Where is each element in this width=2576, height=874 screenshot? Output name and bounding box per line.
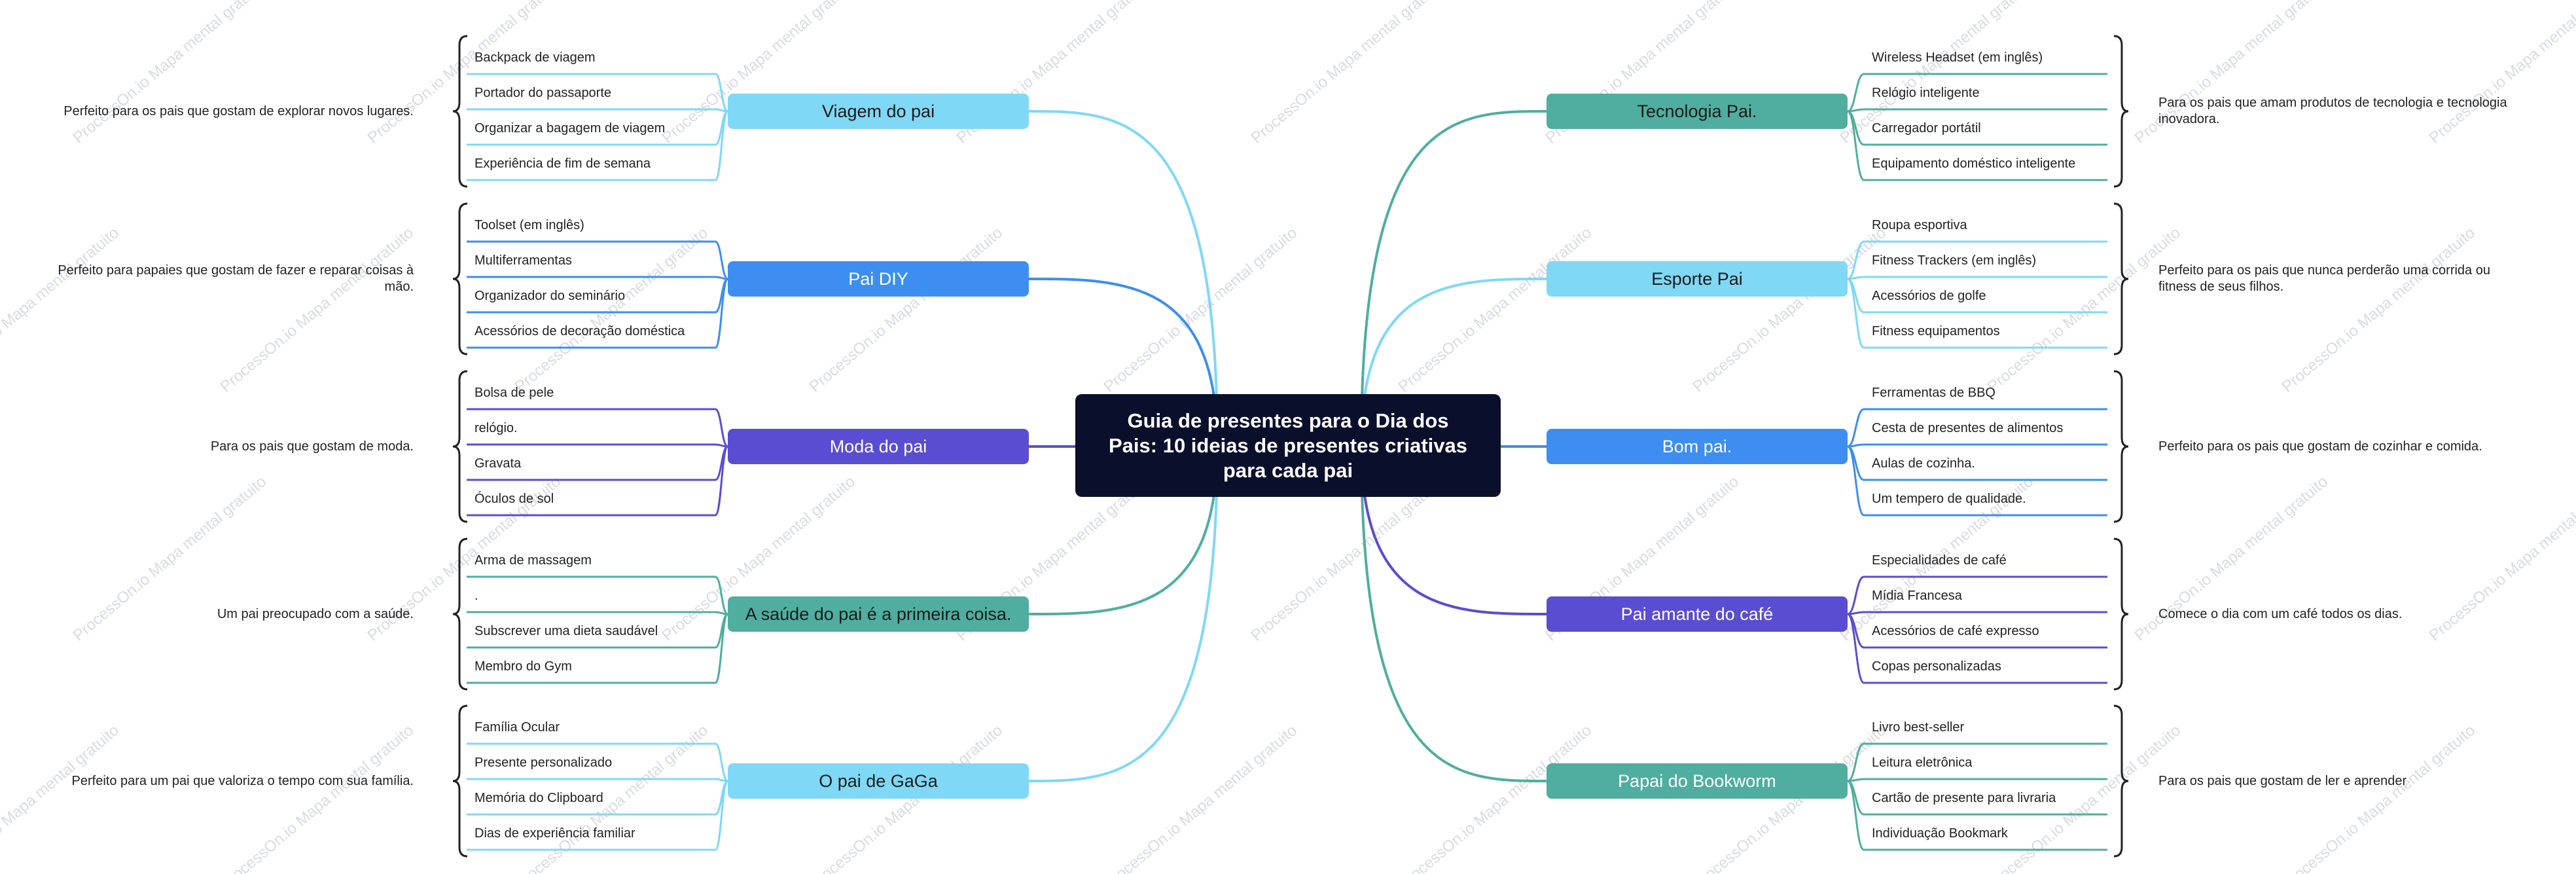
leaf-item[interactable]: Relógio inteligente (1872, 86, 1980, 100)
leaf-item[interactable]: Dias de experiência familiar (474, 826, 635, 841)
leaf-item[interactable]: Presente personalizado (474, 756, 613, 770)
central-topic[interactable]: Guia de presentes para o Dia dos Pais: 1… (1075, 394, 1501, 497)
connector-left_branches-0 (1028, 110, 1219, 446)
connector-left_branches-1 (1028, 278, 1219, 446)
leaf-item[interactable]: Experiência de fim de semana (474, 156, 651, 171)
leaf-item[interactable]: Copas personalizadas (1872, 659, 2001, 674)
leaf-item[interactable]: Bolsa de pele (474, 386, 554, 400)
branch-label: Tecnologia Pai. (1637, 101, 1757, 121)
leaf-item[interactable]: Especialidades de café (1872, 553, 2007, 568)
leaf-item[interactable]: Um tempero de qualidade. (1872, 492, 2026, 506)
brace-left_branches-4 (452, 704, 468, 858)
leaf-item[interactable]: Leitura eletrônica (1872, 756, 1973, 770)
branch-right_branches-3[interactable]: Pai amante do café (1547, 596, 1848, 632)
connector-left_branches-4 (1028, 445, 1219, 782)
leaf-item[interactable]: Acessórios de decoração doméstica (474, 324, 685, 338)
leaf-item[interactable]: Aulas de cozinha. (1872, 456, 1975, 471)
leaf-item[interactable]: Carregador portátil (1872, 121, 1981, 136)
brace-right_branches-0 (2113, 35, 2129, 188)
branch-left_branches-2[interactable]: Moda do pai (728, 429, 1029, 464)
branch-description: Perfeito para um pai que valoriza o temp… (71, 773, 414, 788)
branch-label: Pai amante do café (1620, 604, 1774, 624)
leaf-item[interactable]: Gravata (474, 456, 522, 471)
brace-right_branches-2 (2113, 370, 2129, 523)
leaf-item[interactable]: Roupa esportiva (1872, 218, 1967, 232)
brace-left_branches-1 (452, 202, 468, 355)
branch-label: Esporte Pai (1651, 268, 1743, 289)
leaf-item[interactable]: Óculos de sol (474, 492, 554, 506)
branch-description: Para os pais que gostam de ler e aprende… (2158, 773, 2407, 788)
branch-description: Perfeito para os pais que nunca perderão… (2158, 263, 2490, 294)
leaf-item[interactable]: Mídia Francesa (1872, 589, 1962, 603)
connector-left_branches-3 (1028, 445, 1219, 615)
brace-right_branches-4 (2113, 704, 2129, 858)
leaf-item[interactable]: Livro best-seller (1872, 720, 1965, 735)
brace-right_branches-1 (2113, 202, 2129, 355)
leaf-item[interactable]: Backpack de viagem (474, 50, 596, 65)
leaf-item[interactable]: Wireless Headset (em inglês) (1872, 50, 2043, 65)
branch-right_branches-2[interactable]: Bom pai. (1547, 429, 1848, 464)
leaf-item[interactable]: Família Ocular (474, 720, 560, 735)
leaf-item[interactable]: Portador do passaporte (474, 86, 612, 100)
branch-description: Para os pais que gostam de moda. (210, 439, 414, 454)
branch-description: Para os pais que amam produtos de tecnol… (2158, 96, 2507, 126)
leaf-item[interactable]: Equipamento doméstico inteligente (1872, 156, 2076, 171)
leaf-item[interactable]: Multiferramentas (474, 253, 572, 268)
leaf-item[interactable]: Fitness equipamentos (1872, 324, 2000, 338)
branch-right_branches-0[interactable]: Tecnologia Pai. (1547, 94, 1848, 129)
leaf-item[interactable]: Memória do Clipboard (474, 791, 603, 805)
branch-description: Perfeito para os pais que gostam de expl… (63, 103, 414, 118)
leaf-item[interactable]: Subscrever uma dieta saudável (474, 624, 658, 638)
connector-right_branches-0 (1360, 110, 1547, 446)
leaf-item[interactable]: Cartão de presente para livraria (1872, 791, 2056, 805)
branch-label: Papai do Bookworm (1618, 771, 1776, 791)
brace-right_branches-3 (2113, 537, 2129, 691)
branch-label: Bom pai. (1662, 436, 1732, 456)
leaf-item[interactable]: Ferramentas de BBQ (1872, 386, 1995, 400)
branch-right_branches-4[interactable]: Papai do Bookworm (1547, 763, 1848, 799)
branch-left_branches-0[interactable]: Viagem do pai (728, 94, 1029, 129)
connector-right_branches-4 (1360, 445, 1547, 782)
branch-label: Viagem do pai (821, 101, 935, 121)
brace-left_branches-2 (452, 370, 468, 523)
central-topic-title: Guia de presentes para o Dia dos Pais: 1… (1109, 409, 1467, 482)
branch-description: Comece o dia com um café todos os dias. (2158, 606, 2403, 621)
branch-left_branches-3[interactable]: A saúde do pai é a primeira coisa. (728, 596, 1029, 632)
brace-left_branches-3 (452, 537, 468, 691)
leaf-item[interactable]: Acessórios de golfe (1872, 289, 1986, 303)
branch-left_branches-4[interactable]: O pai de GaGa (728, 763, 1029, 799)
leaf-item[interactable]: . (474, 589, 478, 603)
branch-label: Pai DIY (848, 268, 908, 289)
leaf-item[interactable]: Fitness Trackers (em inglês) (1872, 253, 2037, 268)
leaf-item[interactable]: Individuação Bookmark (1872, 826, 2008, 841)
connector-right_branches-1 (1360, 278, 1547, 446)
leaf-item[interactable]: relógio. (474, 421, 518, 435)
branch-description: Um pai preocupado com a saúde. (217, 606, 414, 621)
branch-description: Perfeito para os pais que gostam de cozi… (2158, 439, 2482, 454)
leaf-item[interactable]: Arma de massagem (474, 553, 592, 568)
leaf-item[interactable]: Membro do Gym (474, 659, 572, 674)
leaf-item[interactable]: Toolset (em inglês) (474, 218, 584, 232)
branch-label: A saúde do pai é a primeira coisa. (745, 604, 1012, 624)
leaf-item[interactable]: Acessórios de café expresso (1872, 624, 2039, 638)
branch-label: O pai de GaGa (819, 771, 938, 791)
branch-right_branches-1[interactable]: Esporte Pai (1547, 261, 1848, 297)
branch-description: Perfeito para papaies que gostam de faze… (58, 263, 414, 294)
brace-left_branches-0 (452, 35, 468, 188)
connector-right_branches-3 (1360, 445, 1547, 615)
branch-label: Moda do pai (829, 436, 927, 456)
leaf-item[interactable]: Organizador do seminário (474, 289, 626, 303)
leaf-item[interactable]: Organizar a bagagem de viagem (474, 121, 666, 136)
branch-left_branches-1[interactable]: Pai DIY (728, 261, 1029, 297)
leaf-item[interactable]: Cesta de presentes de alimentos (1872, 421, 2064, 435)
